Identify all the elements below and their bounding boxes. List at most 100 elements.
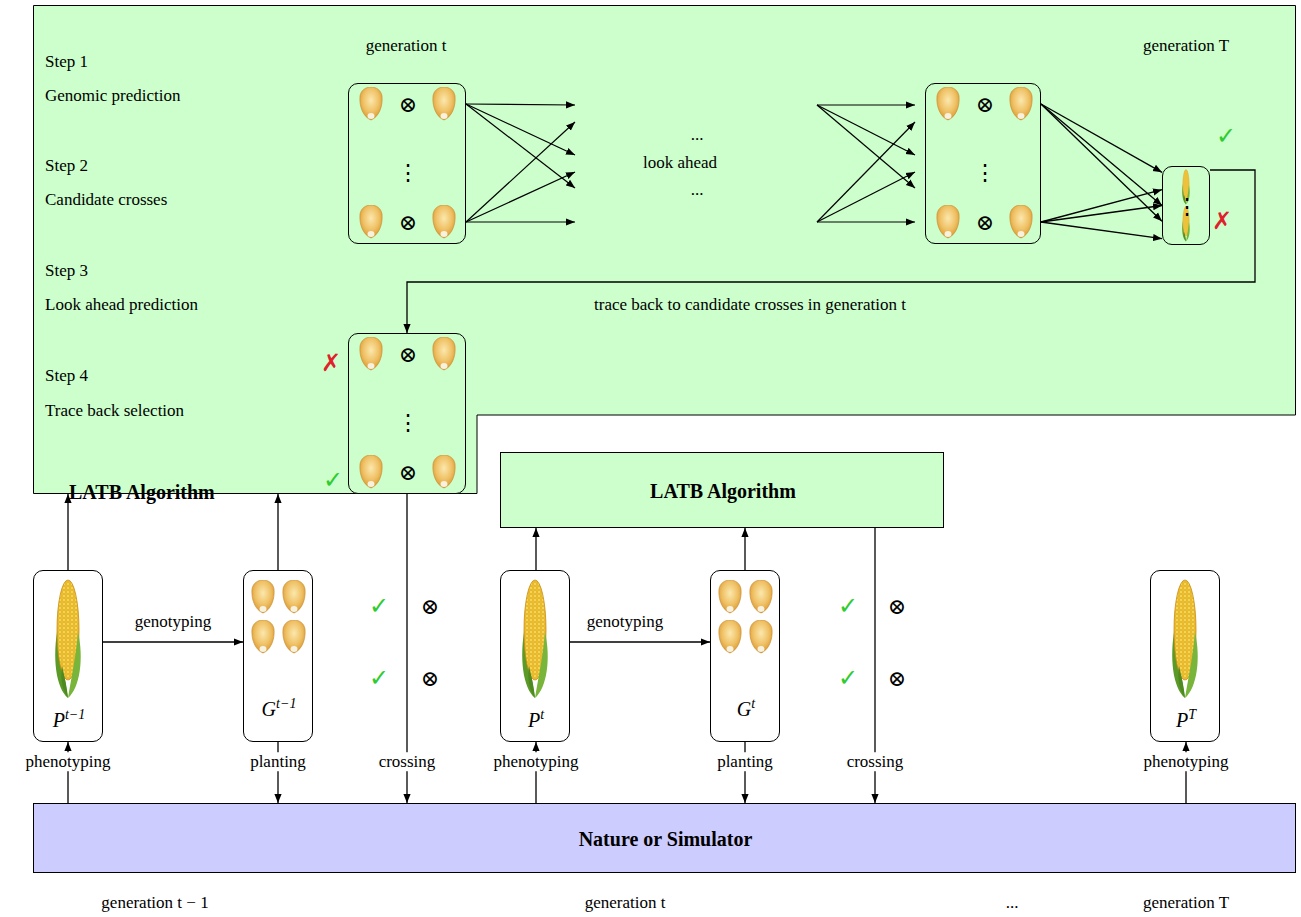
cross-symbol: ⊗ bbox=[399, 92, 417, 117]
edge-label-wrap: genotyping bbox=[135, 612, 212, 632]
math-label: Pt−1 bbox=[53, 707, 86, 732]
text-label: generation t − 1 bbox=[101, 893, 208, 912]
check-mark: ✓ bbox=[838, 665, 858, 691]
text-label-wrap: ... bbox=[1006, 893, 1019, 913]
cross-symbol: ⊗ bbox=[888, 594, 906, 619]
edge-label-wrap: crossing bbox=[844, 752, 907, 772]
cross-symbol: ⊗ bbox=[421, 594, 439, 619]
node-title-wrap: LATB Algorithm bbox=[650, 480, 796, 503]
text-label: look ahead bbox=[643, 153, 717, 172]
connector bbox=[103, 641, 243, 642]
text-label-wrap: Step 3 bbox=[45, 261, 88, 281]
cross-symbol: ⊗ bbox=[399, 460, 417, 485]
cross-symbol-wrap: ⊗ bbox=[421, 594, 439, 619]
edge-label: genotyping bbox=[135, 612, 212, 631]
node-title: Nature or Simulator bbox=[579, 828, 753, 850]
text-label: Step 2 bbox=[45, 156, 88, 175]
cross-symbol-wrap: ⊗ bbox=[421, 666, 439, 691]
connector bbox=[744, 742, 745, 803]
edge-label-wrap: genotyping bbox=[587, 612, 664, 632]
cross-symbol-wrap: ⊗ bbox=[976, 210, 994, 235]
connector bbox=[277, 742, 278, 803]
text-label: generation T bbox=[1143, 893, 1229, 912]
text-label: Look ahead prediction bbox=[45, 295, 198, 314]
text-label: generation T bbox=[1143, 36, 1229, 55]
cross-symbol-wrap: ⋮ bbox=[974, 160, 996, 185]
edge-label: phenotyping bbox=[23, 752, 114, 771]
cross-symbol: ⋮ bbox=[397, 410, 419, 435]
cross-symbol: ⋮ bbox=[1176, 194, 1198, 219]
text-label: Step 4 bbox=[45, 366, 88, 385]
edge-label: crossing bbox=[376, 752, 439, 771]
math-label: PT bbox=[1176, 707, 1196, 732]
variable-name: P bbox=[53, 708, 65, 730]
text-label-wrap: Genomic prediction bbox=[45, 86, 181, 106]
algorithm-box: LATB Algorithm bbox=[500, 452, 944, 528]
node-title: LATB Algorithm bbox=[69, 481, 215, 503]
edge-label-wrap: crossing bbox=[376, 752, 439, 772]
text-label-wrap: Step 2 bbox=[45, 156, 88, 176]
edge-label-wrap: phenotyping bbox=[491, 752, 582, 772]
connector bbox=[1185, 742, 1186, 803]
edge-label-wrap: phenotyping bbox=[23, 752, 114, 772]
edge-label-wrap: trace back to candidate crosses in gener… bbox=[594, 295, 906, 315]
text-label: ... bbox=[691, 125, 704, 144]
text-label: Step 3 bbox=[45, 261, 88, 280]
connector bbox=[67, 494, 68, 570]
text-label: generation t bbox=[366, 36, 447, 55]
text-label-wrap: Look ahead prediction bbox=[45, 295, 198, 315]
cross-symbol: ⊗ bbox=[976, 92, 994, 117]
connector bbox=[535, 742, 536, 803]
cross-symbol: ⊗ bbox=[399, 342, 417, 367]
math-label: Gt bbox=[737, 696, 755, 721]
text-label-wrap: generation t bbox=[585, 893, 666, 913]
text-label-wrap: generation t bbox=[366, 36, 447, 56]
superscript: t−1 bbox=[276, 696, 296, 711]
edge-label: trace back to candidate crosses in gener… bbox=[594, 295, 906, 314]
text-label-wrap: ... bbox=[691, 180, 704, 200]
variable-name: P bbox=[528, 708, 540, 730]
check-mark: ✗ bbox=[321, 350, 341, 376]
edge-label-wrap: phenotyping bbox=[1141, 752, 1232, 772]
cross-symbol: ⋮ bbox=[974, 160, 996, 185]
check-mark: ✓ bbox=[838, 593, 858, 619]
check-mark: ✓ bbox=[369, 593, 389, 619]
edge-label: phenotyping bbox=[1141, 752, 1232, 771]
connector bbox=[744, 528, 745, 570]
cross-symbol-wrap: ⋮ bbox=[397, 410, 419, 435]
cross-symbol-wrap: ⊗ bbox=[399, 460, 417, 485]
text-label-wrap: Step 4 bbox=[45, 366, 88, 386]
connector bbox=[67, 742, 68, 803]
environment-band: Nature or Simulator bbox=[33, 803, 1296, 873]
math-label: Pt bbox=[528, 707, 544, 732]
cross-symbol: ⊗ bbox=[976, 210, 994, 235]
superscript: t bbox=[540, 707, 544, 722]
edge-label: crossing bbox=[844, 752, 907, 771]
text-label: Candidate crosses bbox=[45, 190, 167, 209]
edge-label: planting bbox=[247, 752, 309, 771]
connector bbox=[277, 494, 278, 570]
cross-symbol-wrap: ⊗ bbox=[888, 666, 906, 691]
edge-label: genotyping bbox=[587, 612, 664, 631]
superscript: T bbox=[1188, 707, 1196, 722]
check-mark-wrap: ✓ bbox=[323, 467, 343, 495]
node-title: LATB Algorithm bbox=[650, 480, 796, 502]
check-mark-wrap: ✓ bbox=[1216, 123, 1236, 151]
text-label-wrap: generation T bbox=[1143, 36, 1229, 56]
text-label-wrap: Trace back selection bbox=[45, 401, 184, 421]
text-label: generation t bbox=[585, 893, 666, 912]
check-mark: ✓ bbox=[323, 467, 343, 493]
node-title-wrap: LATB Algorithm bbox=[69, 481, 215, 504]
algorithm-panel: LATB Algorithm⊗⋮⊗⊗⋮⊗⋮⊗⋮⊗ bbox=[33, 5, 1296, 494]
text-label-wrap: look ahead bbox=[643, 153, 717, 173]
edge-label-wrap: planting bbox=[714, 752, 776, 772]
connector bbox=[570, 641, 710, 642]
text-label: Step 1 bbox=[45, 52, 88, 71]
edge-label-wrap: planting bbox=[247, 752, 309, 772]
check-mark: ✓ bbox=[369, 665, 389, 691]
check-mark-wrap: ✗ bbox=[321, 350, 341, 378]
cross-symbol: ⊗ bbox=[399, 210, 417, 235]
variable-name: P bbox=[1176, 708, 1188, 730]
